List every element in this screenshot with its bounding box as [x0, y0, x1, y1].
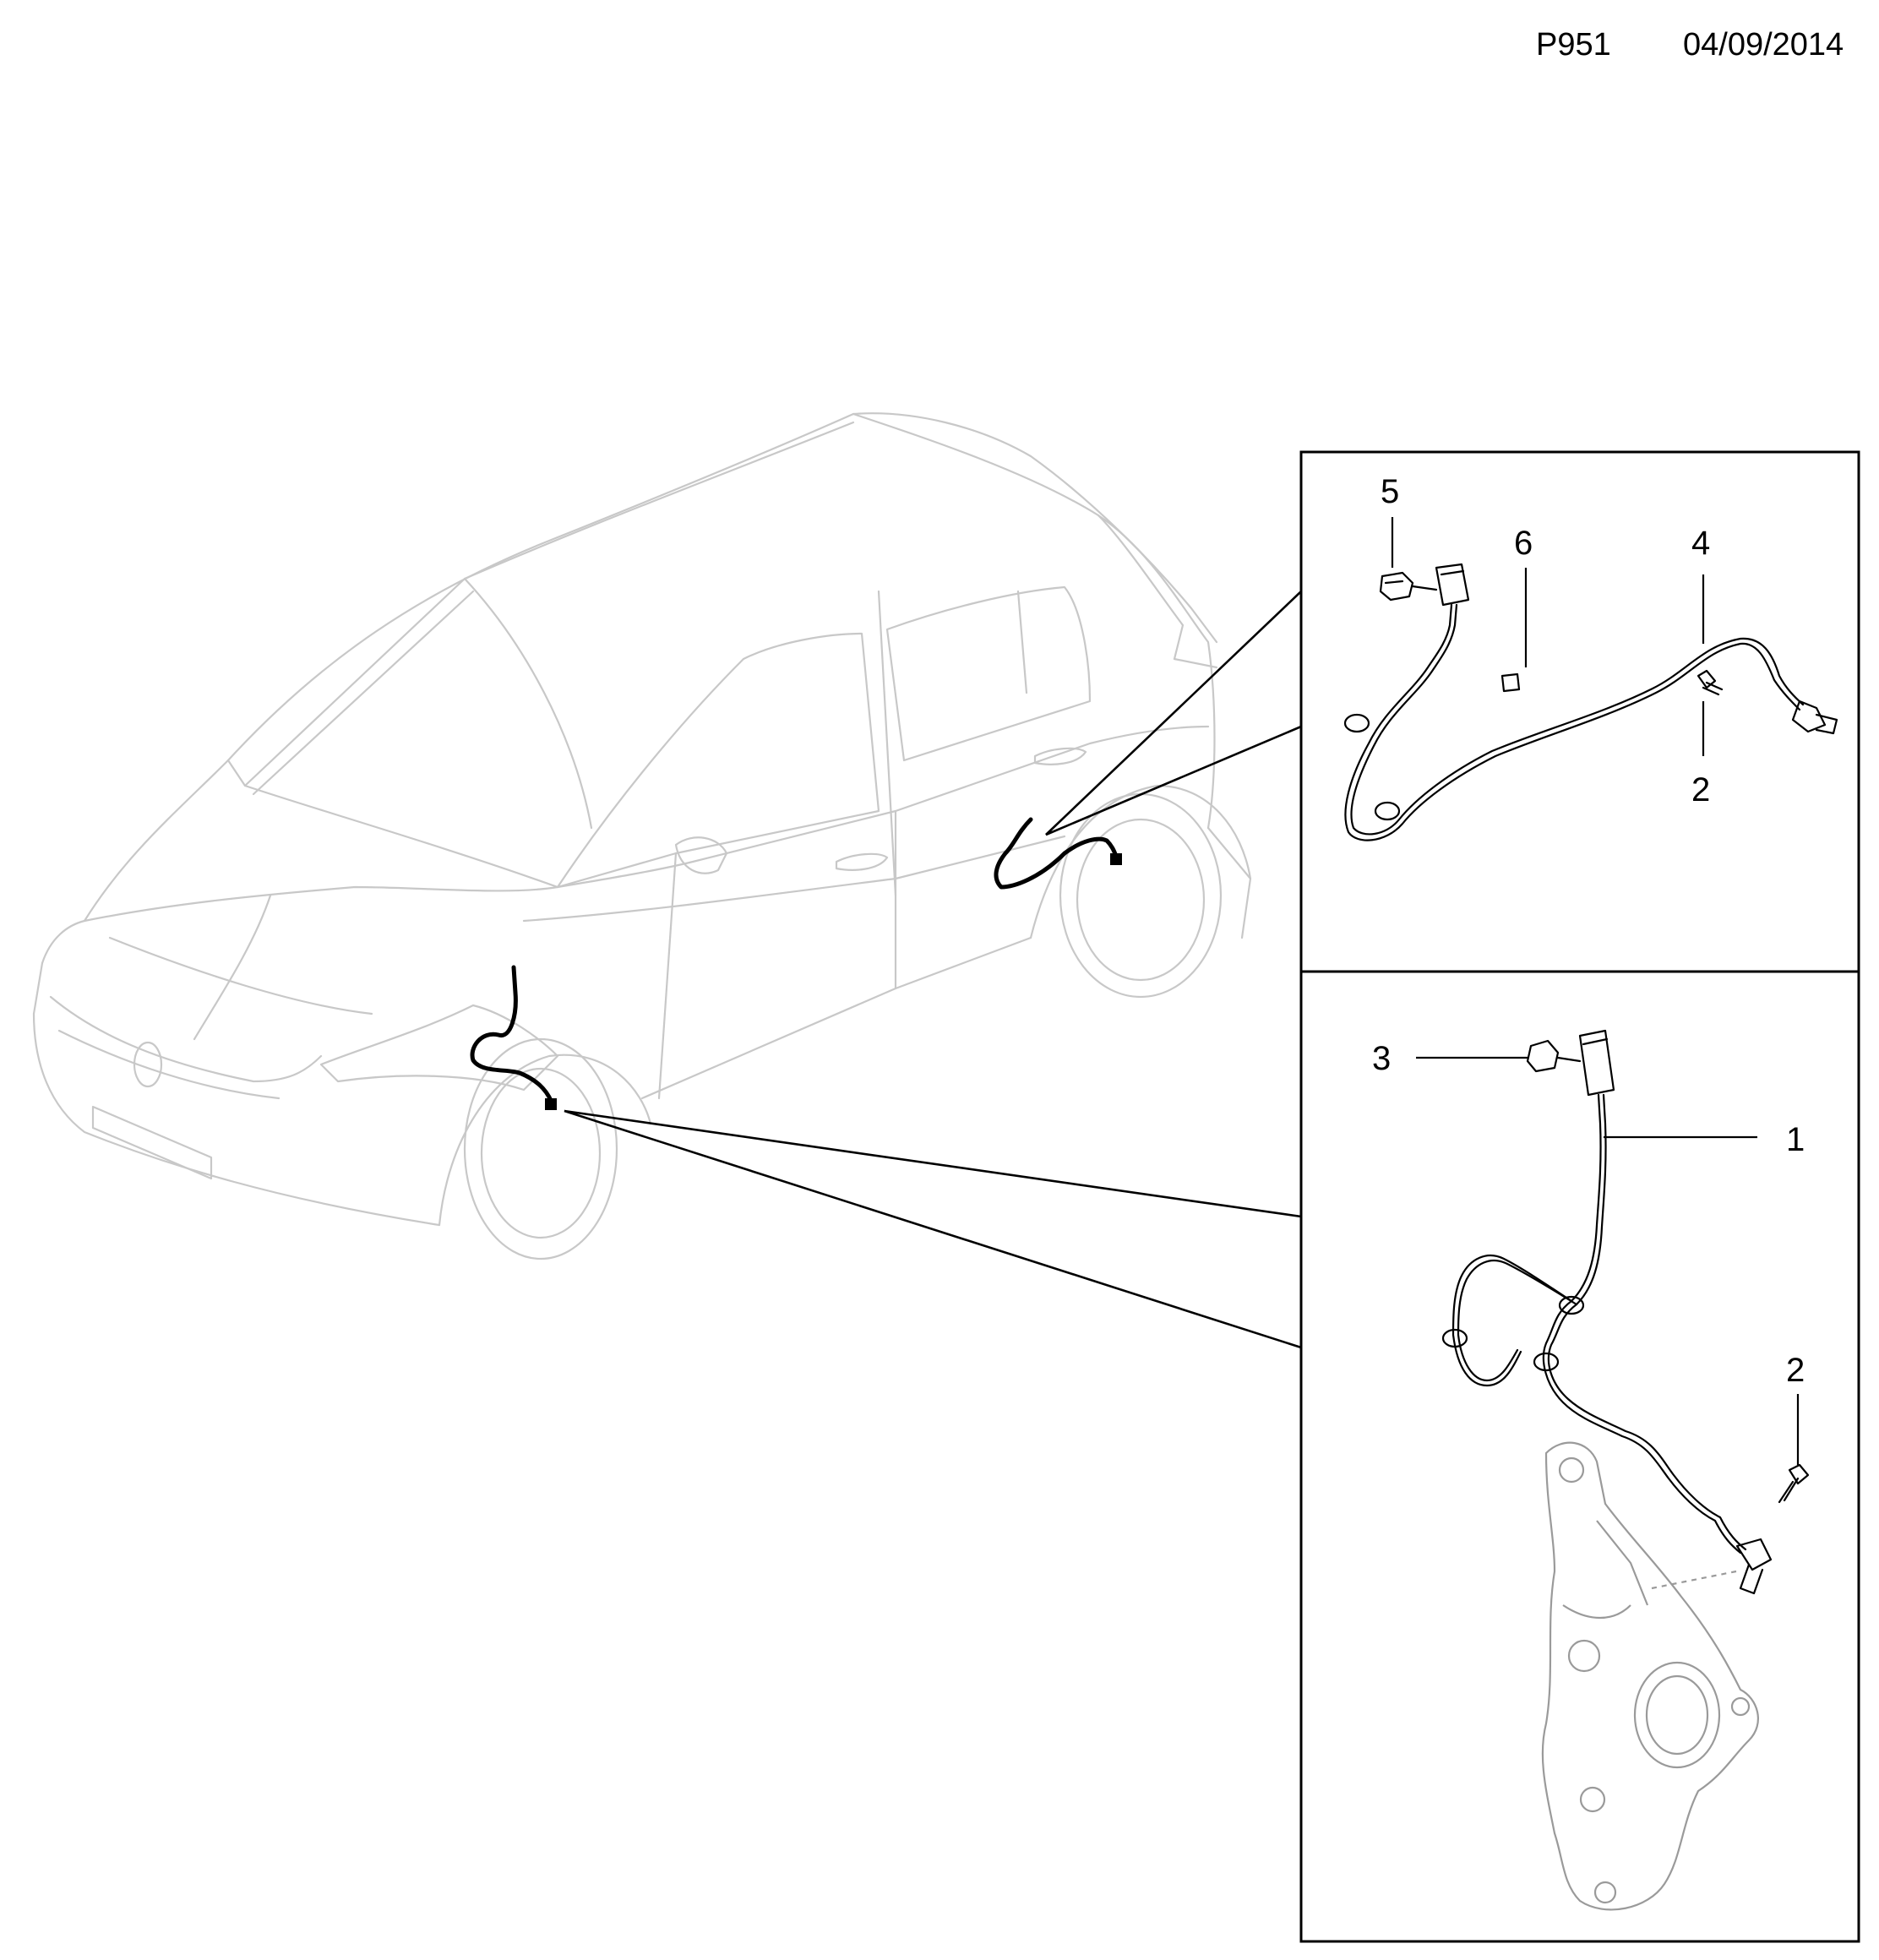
callout-3: 3 [1372, 1040, 1391, 1077]
steering-knuckle [1541, 1441, 1759, 1911]
callout-1: 1 [1786, 1121, 1805, 1158]
callout-4: 4 [1691, 525, 1710, 562]
bolt-part-2-upper [1697, 669, 1724, 696]
callout-2-lower: 2 [1786, 1352, 1805, 1389]
upper-detail-panel: 5 6 4 2 [1299, 450, 1860, 973]
callout-5: 5 [1381, 473, 1399, 510]
diagram-date: 04/09/2014 [1683, 27, 1844, 63]
lower-detail-pointer [564, 1109, 1302, 1349]
callout-2-upper: 2 [1691, 771, 1710, 808]
connector-lower [1578, 1029, 1615, 1097]
lower-detail-panel: 3 1 2 [1299, 970, 1860, 1943]
rear-sensor-cable-part-4 [1343, 603, 1838, 841]
front-sensor-cable-part-1 [1441, 1093, 1773, 1595]
clip-part-6 [1500, 672, 1521, 693]
car-illustration [32, 412, 1252, 1260]
connector-upper [1411, 563, 1470, 607]
clip-part-5 [1379, 571, 1414, 602]
rear-speed-sensor-cable-on-car [994, 817, 1122, 890]
front-speed-sensor-cable-on-car [470, 965, 557, 1110]
page-code: P951 [1536, 27, 1611, 63]
clip-part-3 [1526, 1039, 1582, 1073]
upper-detail-pointer [1045, 591, 1302, 836]
bolt-part-2-lower [1778, 1463, 1810, 1504]
callout-6: 6 [1514, 525, 1533, 562]
